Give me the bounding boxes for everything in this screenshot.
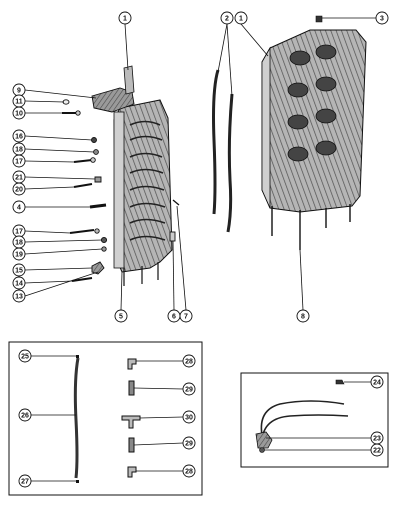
callout-number: 17 <box>15 159 23 166</box>
callout-11: 11 <box>12 94 26 108</box>
callout-14: 14 <box>12 276 26 290</box>
callout-number: 15 <box>15 268 23 275</box>
callout-25: 25 <box>18 349 32 363</box>
callout-number: 28 <box>185 359 193 366</box>
callout-24: 24 <box>370 375 384 389</box>
callout-number: 1 <box>123 16 127 23</box>
callout-number: 7 <box>184 314 188 321</box>
callout-29-a: 29 <box>182 382 196 396</box>
callout-20: 20 <box>12 182 26 196</box>
left-small-parts <box>62 99 180 282</box>
callout-16: 16 <box>12 129 26 143</box>
callout-30: 30 <box>182 410 196 424</box>
callout-number: 2 <box>225 16 229 23</box>
callout-6: 6 <box>167 309 181 323</box>
callout-number: 26 <box>21 413 29 420</box>
callout-number: 9 <box>17 88 21 95</box>
left-cylinder-block <box>91 65 173 286</box>
callout-26: 26 <box>18 408 32 422</box>
callout-5: 5 <box>114 309 128 323</box>
callout-number: 27 <box>21 479 29 486</box>
callout-number: 28 <box>185 469 193 476</box>
callout-number: 5 <box>119 314 123 321</box>
callout-21: 21 <box>12 170 26 184</box>
callout-number: 21 <box>15 175 23 182</box>
detail-box-wiring <box>240 372 389 468</box>
callout-number: 22 <box>373 448 381 455</box>
callout-17-b: 17 <box>12 224 26 238</box>
callout-28-b: 28 <box>182 464 196 478</box>
callout-number: 11 <box>15 99 23 106</box>
callout-28-a: 28 <box>182 354 196 368</box>
callout-8: 8 <box>296 309 310 323</box>
callout-number: 8 <box>301 314 305 321</box>
callout-23: 23 <box>370 431 384 445</box>
callout-number: 1 <box>239 16 243 23</box>
callout-number: 24 <box>373 380 381 387</box>
callout-15: 15 <box>12 263 26 277</box>
callout-number: 10 <box>15 111 23 118</box>
callout-18-a: 18 <box>12 142 26 156</box>
callout-number: 13 <box>15 294 23 301</box>
callout-9: 9 <box>12 83 26 97</box>
right-cylinder-head <box>261 15 367 250</box>
callout-7: 7 <box>179 309 193 323</box>
callout-number: 16 <box>15 134 23 141</box>
callout-13: 13 <box>12 289 26 303</box>
callout-number: 25 <box>21 354 29 361</box>
cylinder-gasket <box>212 69 234 233</box>
callout-1-right: 1 <box>234 11 248 25</box>
leader-lines <box>24 17 376 482</box>
callout-4: 4 <box>12 200 26 214</box>
callout-number: 6 <box>172 314 176 321</box>
callout-number: 18 <box>15 240 23 247</box>
callout-bubbles: 1 1 2 3 9 11 10 16 18 17 21 20 4 17 18 1… <box>12 11 389 488</box>
callout-2: 2 <box>220 11 234 25</box>
callout-10: 10 <box>12 106 26 120</box>
callout-number: 3 <box>380 16 384 23</box>
callout-17-a: 17 <box>12 154 26 168</box>
callout-number: 14 <box>15 281 23 288</box>
callout-29-b: 29 <box>182 436 196 450</box>
callout-number: 20 <box>15 187 23 194</box>
detail-box-hoses <box>8 341 203 496</box>
callout-number: 29 <box>185 441 193 448</box>
callout-18-b: 18 <box>12 235 26 249</box>
callout-number: 18 <box>15 147 23 154</box>
callout-number: 30 <box>185 415 193 422</box>
callout-number: 19 <box>15 252 23 259</box>
callout-number: 17 <box>15 229 23 236</box>
callout-number: 4 <box>17 205 21 212</box>
callout-22: 22 <box>370 443 384 457</box>
callout-number: 29 <box>185 387 193 394</box>
callout-number: 23 <box>373 436 381 443</box>
callout-1-left: 1 <box>118 11 132 25</box>
callout-3: 3 <box>375 11 389 25</box>
callout-27: 27 <box>18 474 32 488</box>
callout-19: 19 <box>12 247 26 261</box>
